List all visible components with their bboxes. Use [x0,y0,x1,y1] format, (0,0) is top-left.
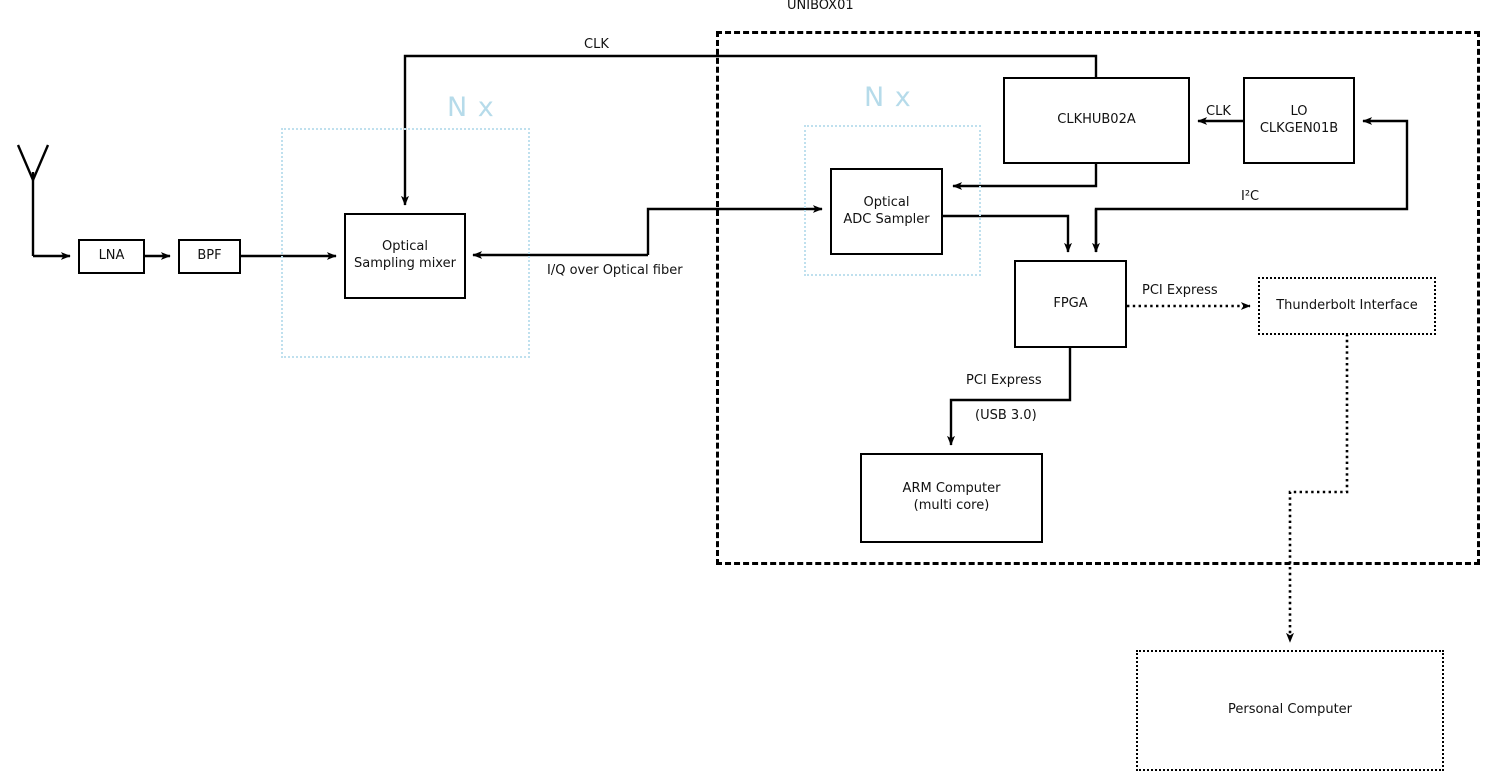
group-label-analog-front-end: N x [447,92,495,123]
block-clkhub02a[interactable]: CLKHUB02A [1003,77,1190,164]
block-arm-computer[interactable]: ARM Computer (multi core) [860,453,1043,543]
block-lo-clkgen01b[interactable]: LO CLKGEN01B [1243,77,1355,164]
edge-label-clk-to-mixer: CLK [584,37,609,52]
block-bpf[interactable]: BPF [178,239,241,274]
unibox-enclosure [716,31,1480,565]
edge-label-pcie-thunderbolt: PCI Express [1142,283,1218,298]
block-optical-sampling-mixer[interactable]: Optical Sampling mixer [344,213,466,299]
block-fpga[interactable]: FPGA [1014,260,1127,348]
edge-label-i2c: I²C [1241,189,1260,204]
edge-label-pcie-arm: PCI Express [966,373,1042,388]
block-lna[interactable]: LNA [78,239,145,274]
unibox-label: UNIBOX01 [787,0,854,13]
block-personal-computer[interactable]: Personal Computer [1136,650,1444,771]
edge-label-usb3: (USB 3.0) [975,408,1037,423]
edge-label-clk-lo-to-hub: CLK [1206,104,1231,119]
edge-label-iq-over-fiber: I/Q over Optical fiber [547,263,683,278]
group-label-digitizer: N x [864,82,912,113]
block-thunderbolt-interface[interactable]: Thunderbolt Interface [1258,277,1436,335]
block-optical-adc-sampler[interactable]: Optical ADC Sampler [830,168,943,255]
group-digitizer [804,125,981,276]
group-analog-front-end [281,128,530,358]
antenna-icon [16,144,50,184]
